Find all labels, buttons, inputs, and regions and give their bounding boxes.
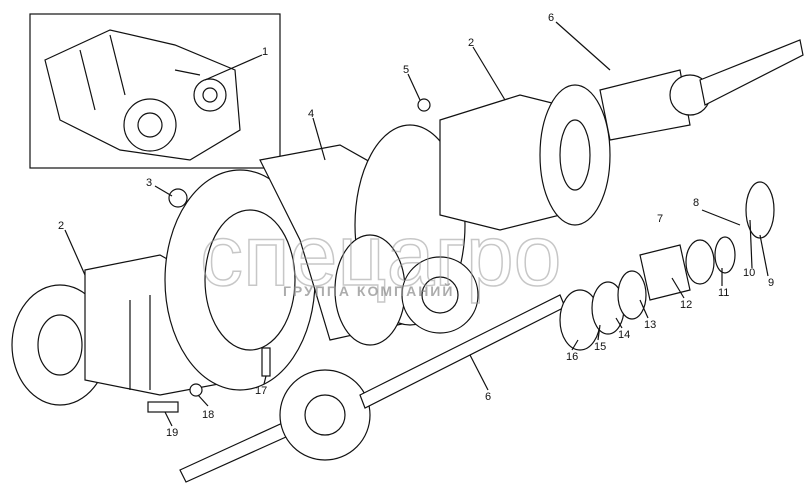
lower-half-shaft: [179, 294, 566, 483]
callout-19: 19: [166, 427, 178, 439]
right-axle-housing: [439, 84, 611, 231]
callout-6-lower-shaft: 6: [485, 391, 491, 403]
callout-5: 5: [403, 64, 409, 76]
callout-18: 18: [202, 409, 214, 421]
callout-7: 7: [657, 213, 663, 225]
callout-2-right-housing: 2: [468, 37, 474, 49]
callout-16: 16: [566, 351, 578, 363]
callout-15: 15: [594, 341, 606, 353]
watermark: спецагро ГРУППА КОМПАНИЙ: [199, 207, 562, 305]
callout-1: 1: [262, 46, 268, 58]
callout-9: 9: [768, 277, 774, 289]
watermark-subtitle: ГРУППА КОМПАНИЙ: [283, 282, 454, 299]
watermark-brand: спецагро: [200, 208, 562, 304]
callout-3: 3: [146, 177, 152, 189]
small-parts: [147, 98, 775, 413]
upper-half-shaft: [599, 39, 804, 141]
callout-labels: 1 2 2 3 4 5 6 6 7 8 9 10 11 12 13 14 15 …: [58, 12, 774, 439]
callout-13: 13: [644, 319, 656, 331]
callout-8: 8: [693, 197, 699, 209]
callout-6-upper-shaft: 6: [548, 12, 554, 24]
inset-assembly-view: [29, 13, 281, 169]
callout-14: 14: [618, 329, 630, 341]
callout-10: 10: [743, 267, 755, 279]
callout-12: 12: [680, 299, 692, 311]
callout-2-left-housing: 2: [58, 220, 64, 232]
callout-11: 11: [718, 287, 729, 299]
final-drive-housing: [164, 124, 479, 391]
callout-4: 4: [308, 108, 314, 120]
callout-17: 17: [255, 385, 267, 397]
leader-lines: [64, 21, 769, 427]
